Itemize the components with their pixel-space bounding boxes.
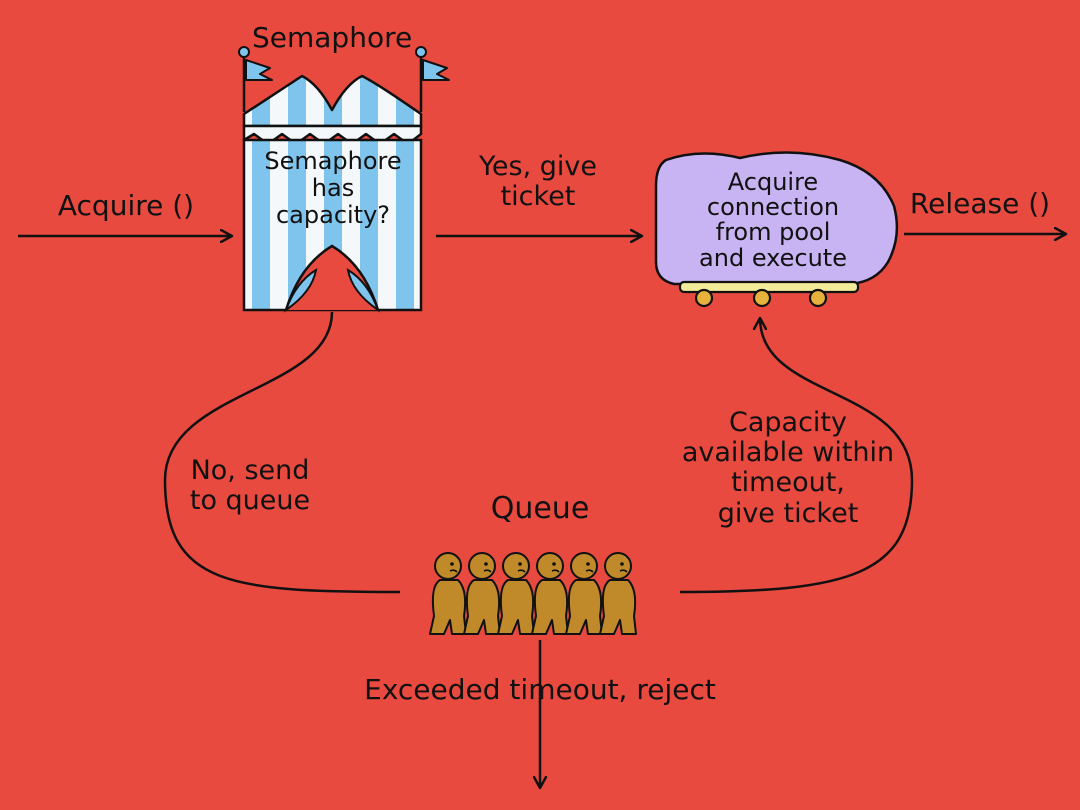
queue-label: Queue — [490, 491, 590, 526]
yes-label-line: Yes, give — [479, 151, 597, 182]
semaphore-title: Semaphore — [252, 21, 413, 54]
no-label-line: No, send — [190, 455, 310, 486]
release-label: Release () — [909, 187, 1051, 220]
queue-person-icon — [463, 552, 501, 635]
no-label-line: to queue — [189, 485, 311, 517]
capacity-label-line: timeout, — [731, 467, 845, 499]
pool-action-line: from pool — [715, 218, 831, 247]
queue-person-icon — [599, 552, 637, 635]
pool-action-label: Acquire connection from pool and execute — [668, 168, 878, 272]
semaphore-question-line: Semaphore — [264, 147, 402, 175]
capacity-available-curve — [679, 318, 914, 594]
yes-label-line: ticket — [500, 181, 576, 213]
semaphore-question-line: has — [311, 173, 355, 202]
pool-action-line: Acquire — [727, 168, 819, 196]
circus-tent-icon — [238, 46, 450, 313]
pool-action-line: connection — [706, 193, 840, 222]
queue-person-icon — [429, 552, 467, 635]
to-queue-curve — [163, 311, 401, 594]
semaphore-question: Semaphore has capacity? — [248, 148, 418, 229]
no-send-to-queue-label: No, send to queue — [170, 455, 330, 517]
exceeded-timeout-label: Exceeded timeout, reject — [364, 673, 716, 706]
capacity-label-line: available within — [681, 437, 895, 469]
pool-action-line: and execute — [699, 243, 847, 272]
capacity-label-line: give ticket — [717, 497, 859, 529]
cart-icon — [654, 151, 899, 308]
acquire-label: Acquire () — [57, 189, 195, 222]
capacity-label-line: Capacity — [729, 407, 847, 438]
capacity-available-label: Capacity available within timeout, give … — [668, 407, 908, 529]
queue-person-icon — [565, 552, 603, 635]
people-queue-icon — [429, 552, 637, 635]
queue-person-icon — [531, 552, 569, 635]
queue-person-icon — [497, 552, 535, 635]
yes-give-ticket-label: Yes, give ticket — [458, 151, 618, 213]
semaphore-question-line: capacity? — [275, 200, 391, 229]
